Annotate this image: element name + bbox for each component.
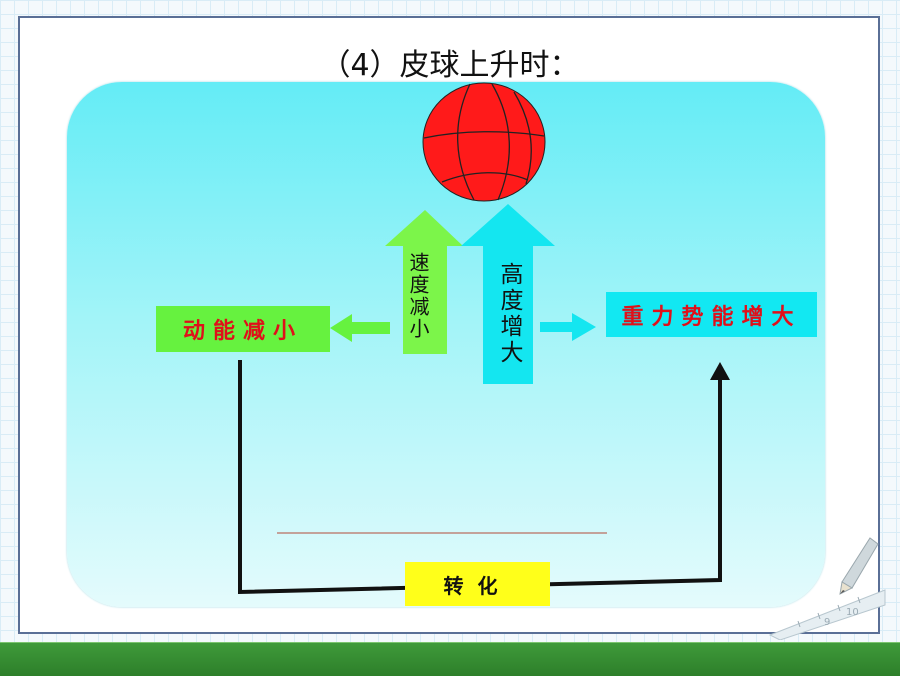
kinetic-energy-label: 动能减小 [182,318,303,344]
height-label: 高度增大 [496,262,522,366]
conversion-box: 转化 [405,562,550,606]
to-potential-arrow [540,313,596,341]
speed-arrow [385,210,463,354]
kinetic-energy-box: 动能减小 [156,306,330,352]
potential-energy-box: 重力势能增大 [606,292,817,337]
potential-energy-label: 重力势能增大 [621,303,802,330]
basketball-icon [422,82,546,202]
conversion-label: 转化 [443,573,512,598]
bottom-bar [0,642,900,676]
pencil-icon: 9 10 [768,537,886,640]
to-kinetic-arrow [330,314,390,342]
ruler-icon: 9 10 [768,589,886,640]
speed-label: 速度减小 [406,252,430,340]
conversion-arrowhead [710,362,730,380]
ruler-number-9: 9 [824,617,830,628]
height-arrow [461,204,555,384]
page-title: （4）皮球上升时： [320,48,580,83]
conversion-path [238,360,722,595]
ruler-number-10: 10 [846,607,859,618]
